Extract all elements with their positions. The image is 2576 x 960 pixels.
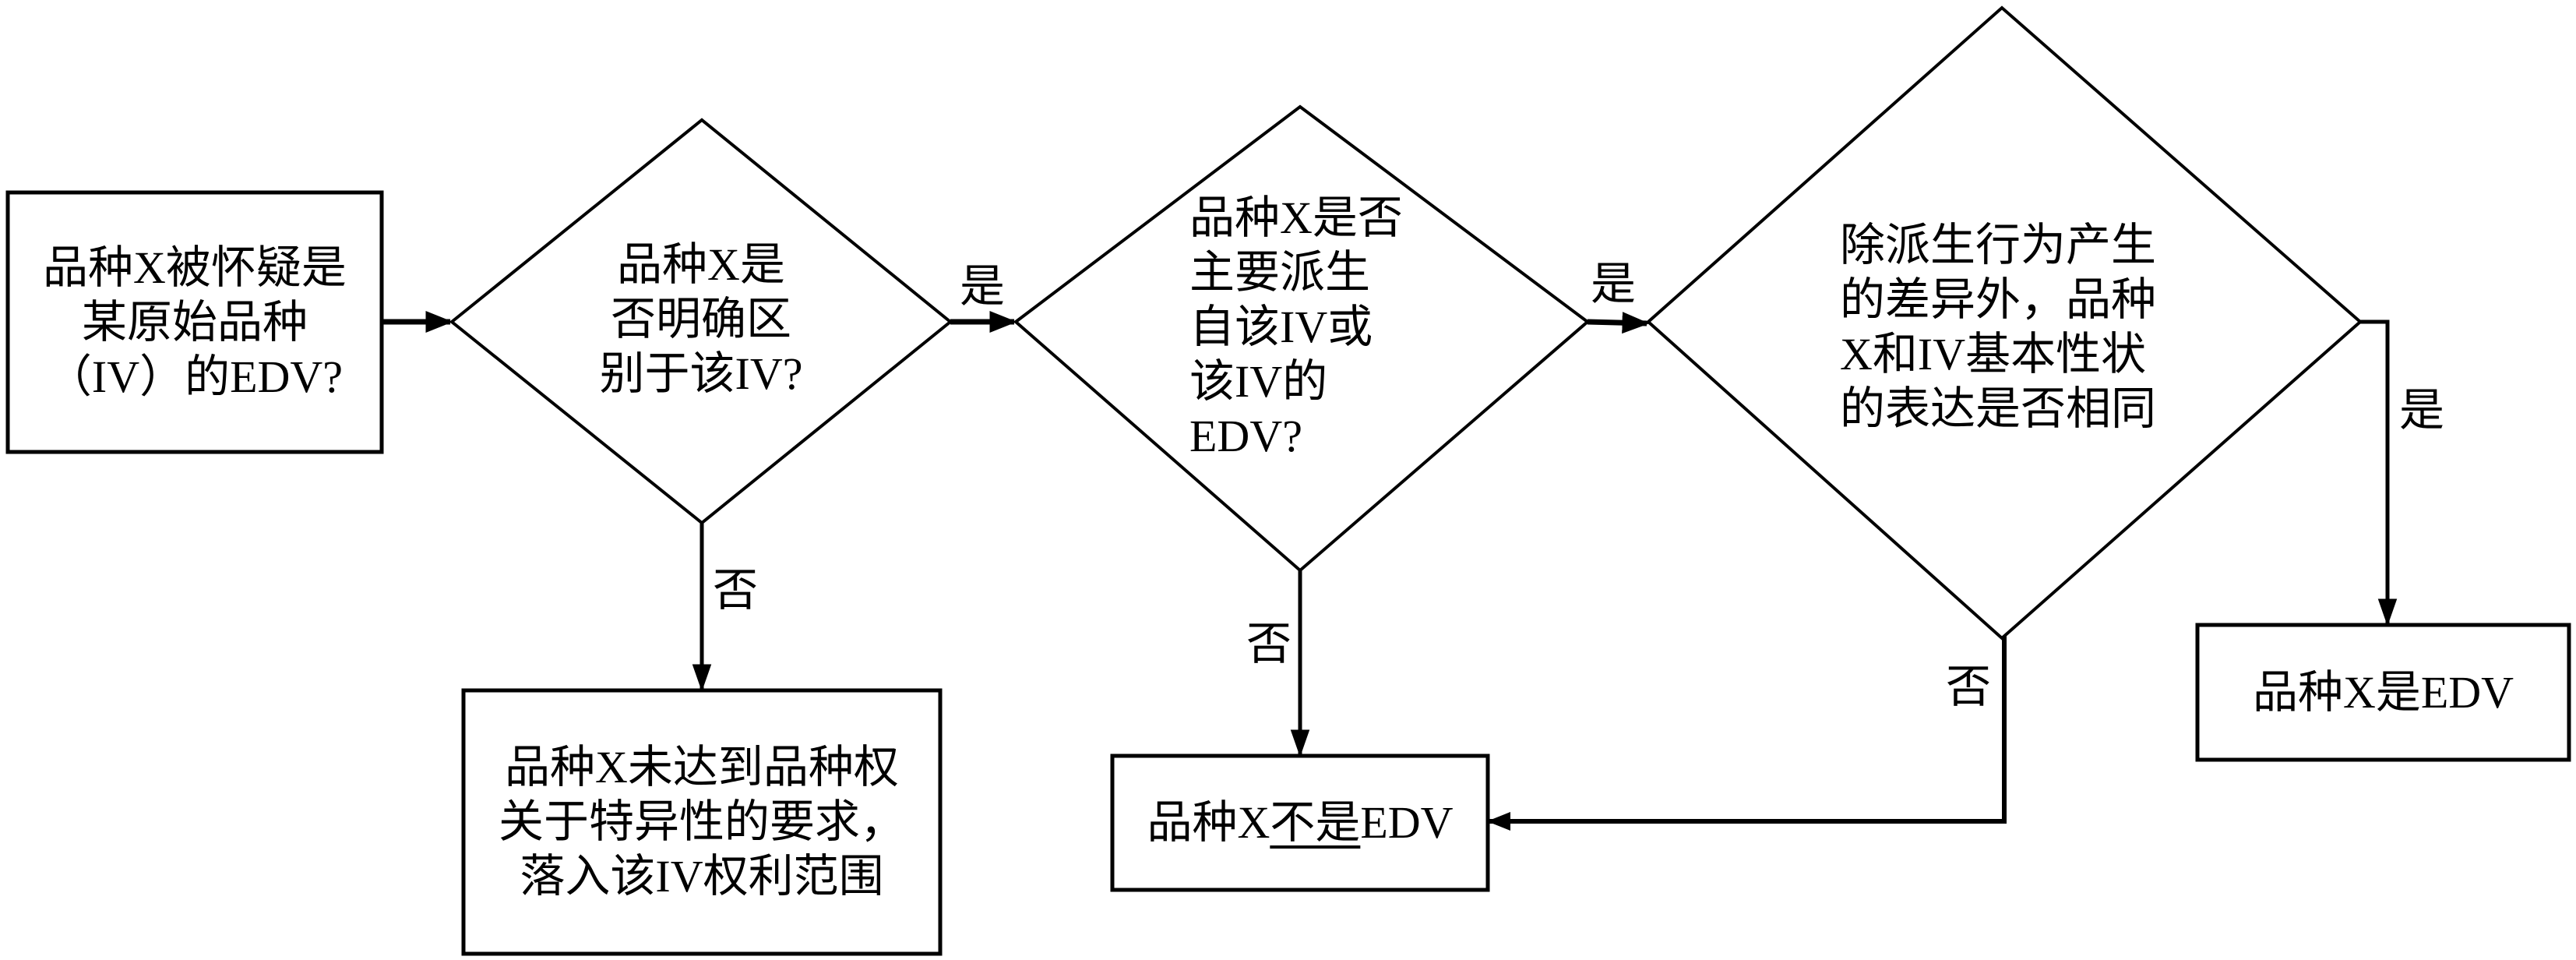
q3-line-3: X和IV基本性状 (1840, 329, 2147, 379)
not-edv-underlined: 不是 (1270, 797, 1361, 848)
edge-q2-to-q3 (1587, 312, 1650, 334)
result-not-distinct-box (461, 688, 943, 956)
decision-2-text: 品种X是否 主要派生 自该IV或 该IV的 EDV? (1189, 179, 1439, 475)
q1-line-1: 品种X是 (617, 239, 785, 290)
start-line-2: 某原始品种 (81, 296, 308, 348)
decision-3-text: 除派生行为产生 的差异外，品种 X和IV基本性状 的表达是否相同 (1840, 203, 2198, 452)
edge-label-q2-no: 否 (1246, 619, 1292, 669)
q2-line-4: 该IV的 (1189, 356, 1328, 407)
is-edv-line-1: 品种X是EDV (2252, 666, 2514, 718)
not-distinct-line-3: 落入该IV权利范围 (520, 851, 884, 902)
result-is-edv-text: 品种X是EDV (2197, 625, 2569, 760)
q2-line-5: EDV? (1189, 411, 1302, 461)
start-box (5, 190, 384, 454)
q1-line-3: 别于该IV? (599, 348, 803, 399)
edge-q3-to-not-edv (1487, 636, 2007, 831)
edge-label-q1-yes: 是 (960, 261, 1006, 312)
q2-line-3: 自该IV或 (1189, 302, 1373, 352)
result-not-edv-text: 品种X不是EDV (1112, 756, 1488, 890)
edge-q3-to-is-edv (2360, 319, 2398, 626)
not-edv-suffix: EDV (1360, 797, 1454, 848)
result-not-distinct-text: 品种X未达到品种权 关于特异性的要求， 落入该IV权利范围 (463, 690, 940, 954)
not-edv-prefix: 品种X (1147, 797, 1270, 848)
q3-line-4: 的表达是否相同 (1840, 383, 2157, 434)
edge-label-q3-no: 否 (1946, 662, 1992, 712)
q2-line-1: 品种X是否 (1189, 192, 1403, 243)
edge-label-q3-yes: 是 (2399, 385, 2445, 436)
edge-label-q2-yes: 是 (1591, 259, 1637, 309)
q3-line-1: 除派生行为产生 (1840, 220, 2157, 270)
not-distinct-line-2: 关于特异性的要求， (498, 796, 905, 847)
start-box-text: 品种X被怀疑是 某原始品种 （IV）的EDV? (8, 192, 382, 452)
decision-1-text: 品种X是 否明确区 别于该IV? (545, 218, 857, 421)
q2-line-2: 主要派生 (1189, 247, 1371, 298)
start-line-3: （IV）的EDV? (46, 351, 344, 402)
q3-line-2: 的差异外，品种 (1840, 274, 2157, 325)
q1-line-2: 否明确区 (610, 294, 791, 344)
start-line-1: 品种X被怀疑是 (43, 242, 347, 293)
not-distinct-line-1: 品种X未达到品种权 (505, 742, 899, 792)
edge-label-q1-no: 否 (713, 565, 759, 616)
